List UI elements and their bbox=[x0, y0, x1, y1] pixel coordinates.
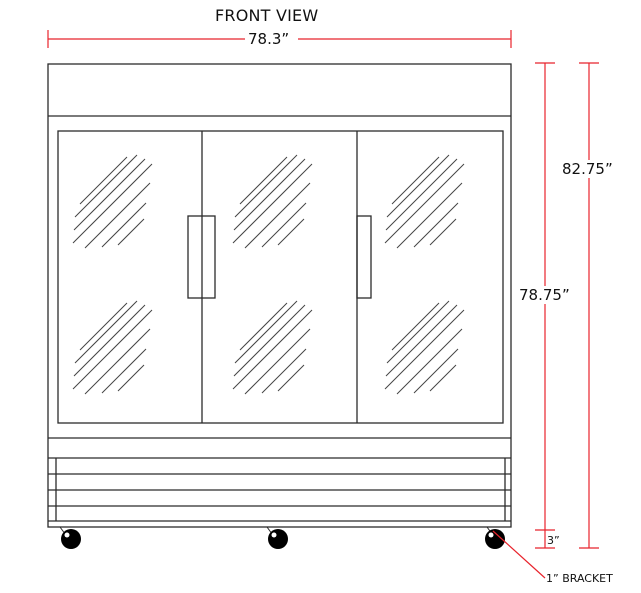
cabinet bbox=[47, 63, 512, 528]
hatch-middle-bottom bbox=[232, 300, 313, 395]
casters bbox=[59, 526, 505, 549]
bracket-label: 1” BRACKET bbox=[546, 572, 613, 585]
caster-height-label: 3” bbox=[547, 534, 560, 547]
door-frame bbox=[57, 130, 504, 424]
bracket-leader bbox=[492, 530, 546, 579]
hatch-left-bottom bbox=[72, 300, 153, 395]
handle-left-door bbox=[187, 215, 216, 299]
cabinet-height-label: 78.75” bbox=[517, 286, 572, 304]
width-label: 78.3” bbox=[246, 30, 292, 48]
width-dimension bbox=[47, 30, 512, 48]
hatch-left-top bbox=[72, 154, 153, 249]
height-dimensions bbox=[492, 62, 599, 579]
cabinet-body bbox=[47, 63, 512, 528]
hatch-right-bottom bbox=[384, 300, 465, 395]
caster-right-icon bbox=[485, 526, 505, 549]
glass-hatch bbox=[72, 154, 465, 395]
hatch-right-top bbox=[384, 154, 465, 249]
overall-height-label: 82.75” bbox=[560, 160, 615, 178]
handle-right-door bbox=[356, 215, 372, 299]
hatch-middle-top bbox=[232, 154, 313, 249]
diagram-title: FRONT VIEW bbox=[215, 6, 319, 25]
caster-left-icon bbox=[59, 526, 81, 549]
caster-middle-icon bbox=[266, 526, 288, 549]
